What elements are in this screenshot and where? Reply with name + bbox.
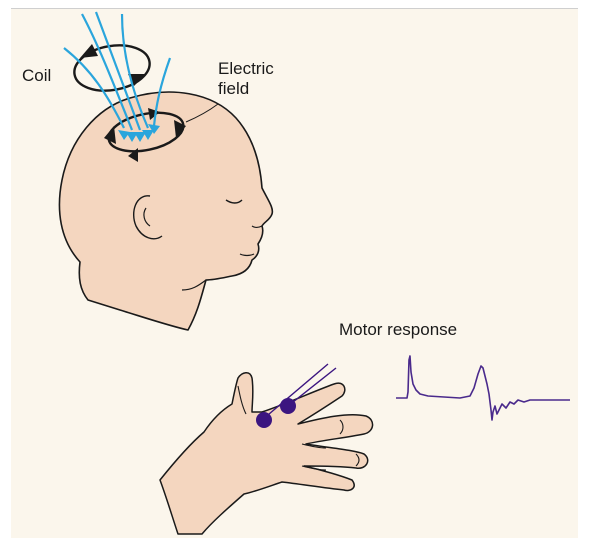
- electrode: [256, 412, 272, 428]
- electric-field-label: Electric field: [218, 59, 298, 99]
- motor-response-label: Motor response: [339, 320, 457, 340]
- coil-label: Coil: [22, 66, 51, 86]
- electrode: [280, 398, 296, 414]
